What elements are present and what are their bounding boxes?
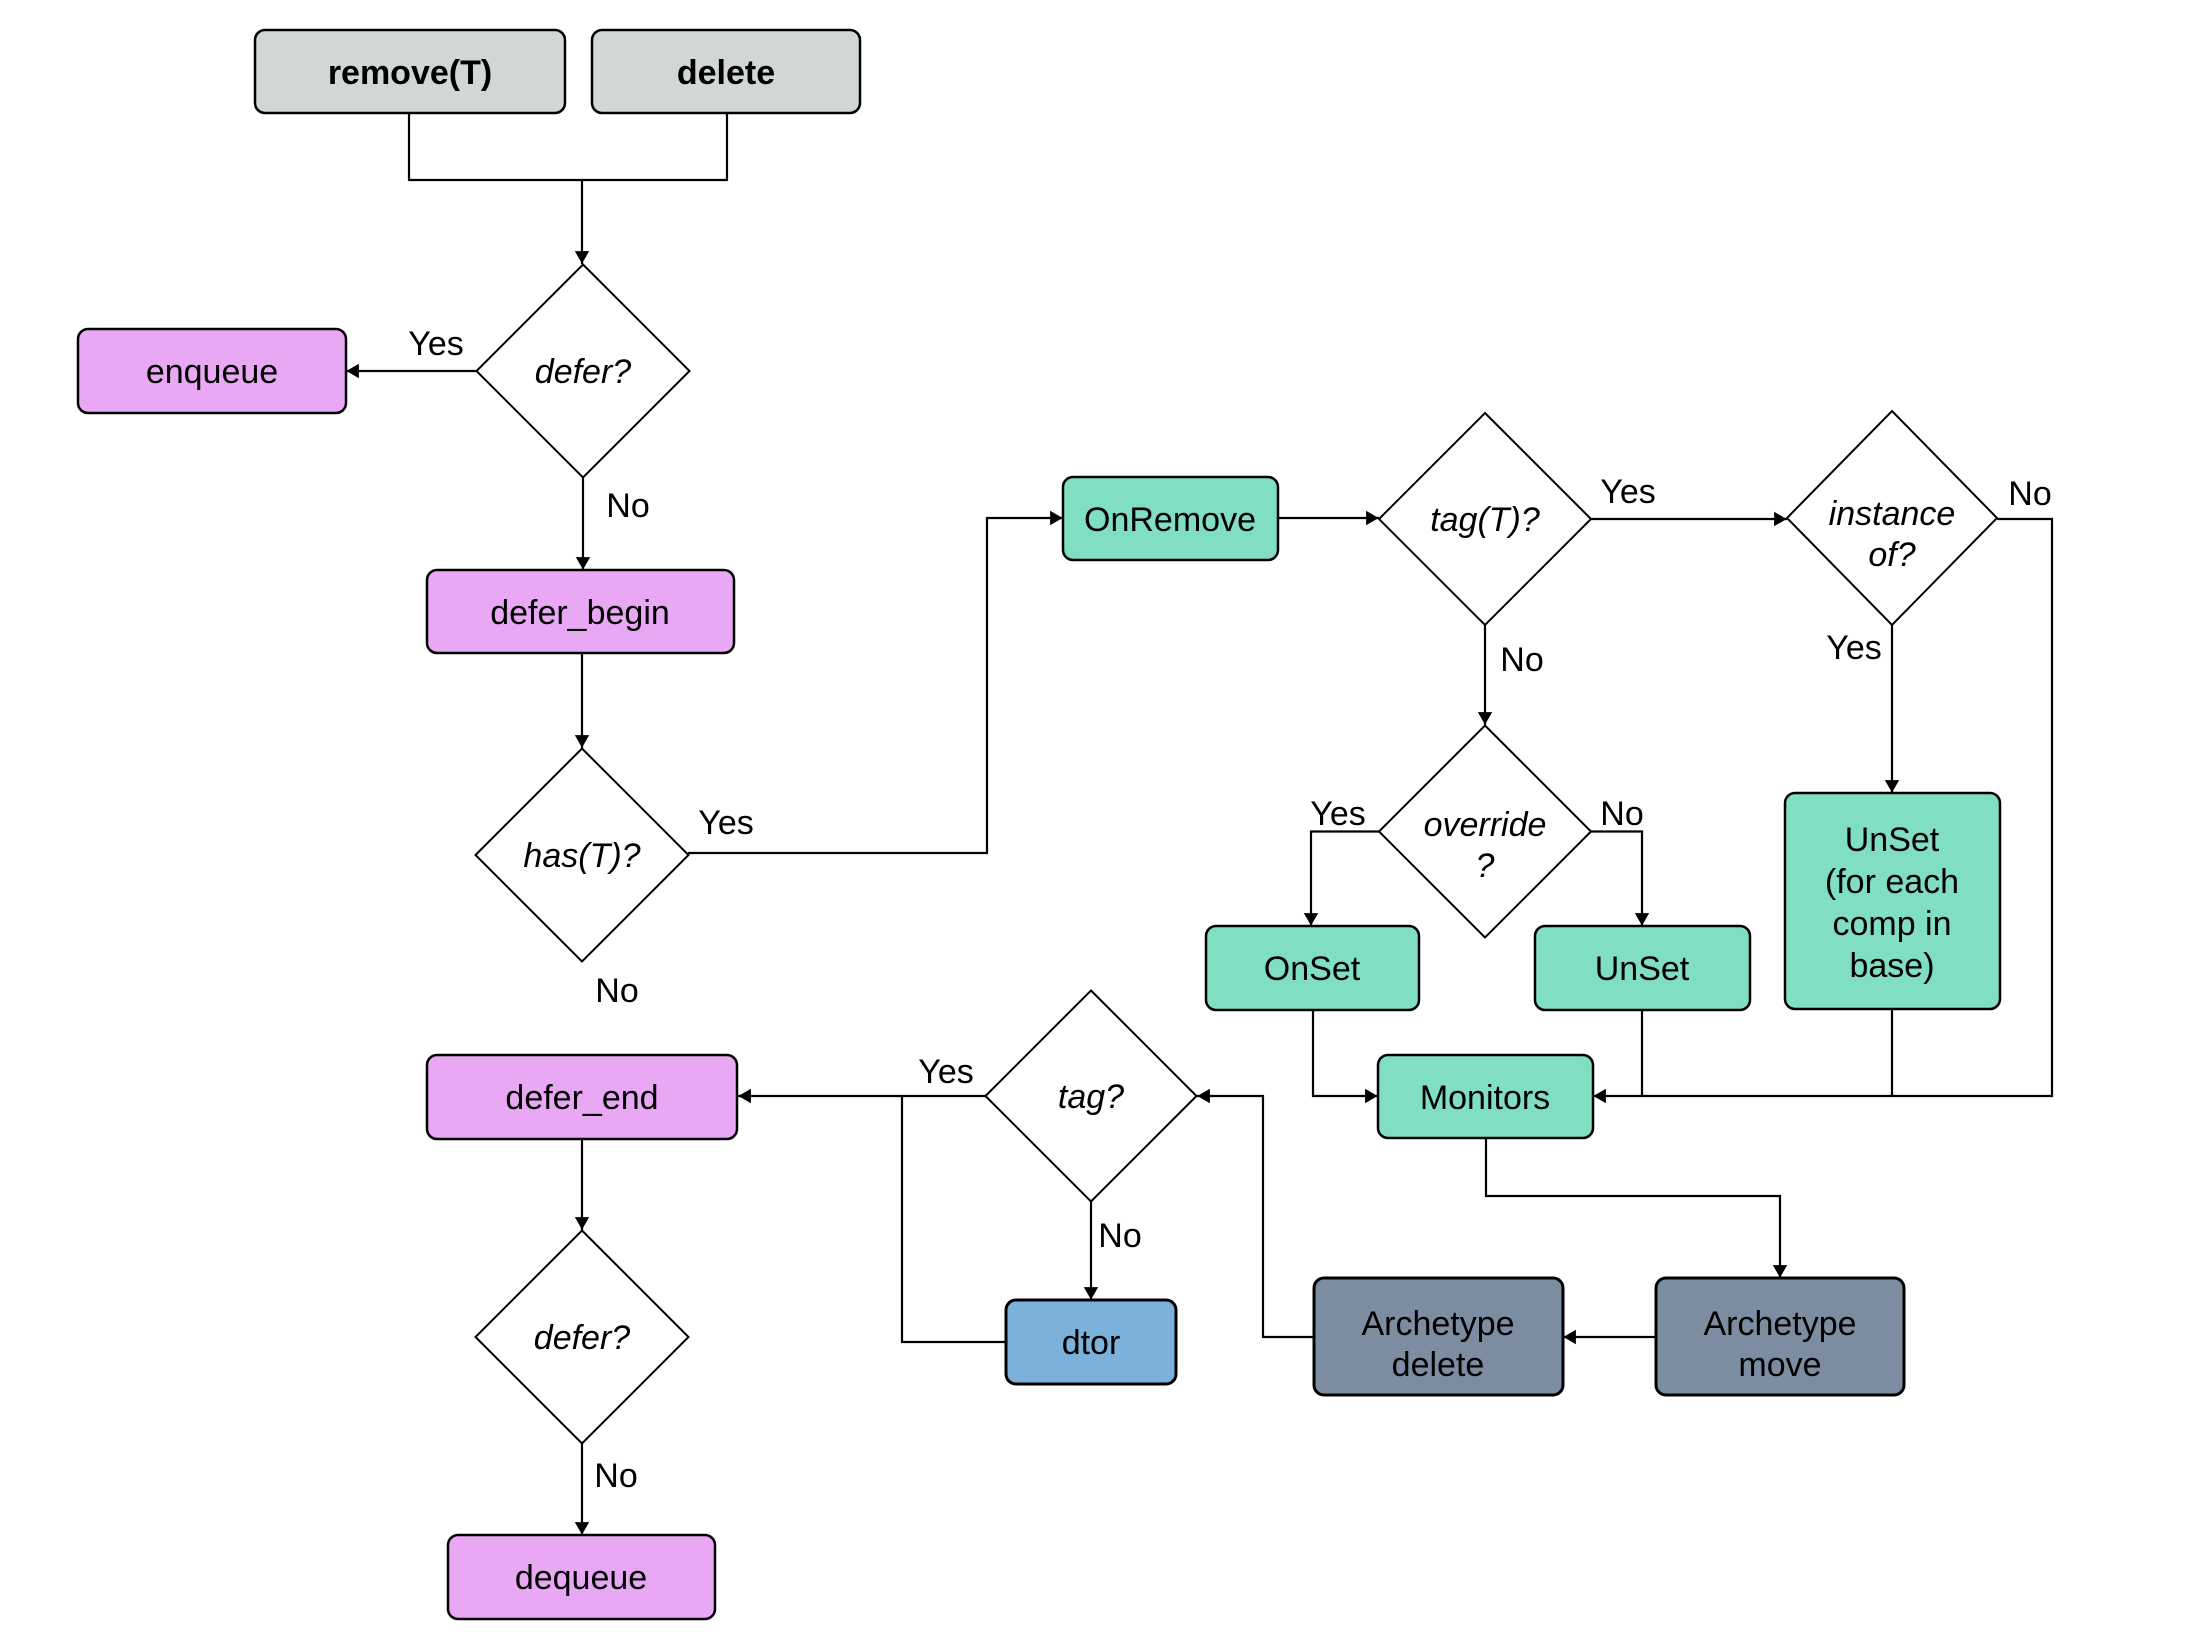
svg-text:delete: delete — [677, 54, 775, 92]
svg-text:Monitors: Monitors — [1420, 1079, 1550, 1117]
svg-text:instance: instance — [1829, 495, 1956, 533]
svg-text:remove(T): remove(T) — [328, 54, 492, 92]
svg-text:No: No — [1600, 795, 1643, 833]
svg-text:enqueue: enqueue — [146, 353, 278, 391]
svg-text:move: move — [1738, 1346, 1821, 1384]
svg-text:override: override — [1424, 806, 1547, 844]
svg-text:has(T)?: has(T)? — [523, 837, 640, 875]
svg-text:of?: of? — [1868, 536, 1915, 574]
svg-text:Archetype: Archetype — [1361, 1305, 1514, 1343]
svg-text:UnSet: UnSet — [1845, 821, 1940, 859]
svg-text:dtor: dtor — [1062, 1324, 1121, 1362]
svg-text:Yes: Yes — [1826, 629, 1881, 667]
svg-text:Yes: Yes — [1600, 473, 1655, 511]
svg-text:dequeue: dequeue — [515, 1559, 647, 1597]
svg-text:No: No — [606, 487, 649, 525]
svg-text:(for each: (for each — [1825, 863, 1959, 901]
svg-text:defer?: defer? — [535, 353, 631, 391]
svg-text:No: No — [595, 972, 638, 1010]
svg-text:defer?: defer? — [534, 1319, 630, 1357]
svg-text:No: No — [1098, 1217, 1141, 1255]
svg-text:OnSet: OnSet — [1264, 950, 1361, 988]
svg-text:defer_end: defer_end — [505, 1079, 658, 1117]
svg-text:Yes: Yes — [408, 325, 463, 363]
svg-text:comp in: comp in — [1832, 905, 1951, 943]
svg-text:No: No — [2008, 475, 2051, 513]
svg-text:tag(T)?: tag(T)? — [1430, 501, 1540, 539]
svg-text:Archetype: Archetype — [1703, 1305, 1856, 1343]
svg-text:No: No — [1500, 641, 1543, 679]
svg-text:Yes: Yes — [698, 804, 753, 842]
svg-text:No: No — [594, 1457, 637, 1495]
svg-text:Yes: Yes — [1310, 795, 1365, 833]
svg-text:UnSet: UnSet — [1595, 950, 1690, 988]
svg-text:Yes: Yes — [918, 1053, 973, 1091]
svg-text:?: ? — [1476, 847, 1495, 885]
svg-text:defer_begin: defer_begin — [490, 594, 670, 632]
svg-text:tag?: tag? — [1058, 1078, 1124, 1116]
svg-text:OnRemove: OnRemove — [1084, 501, 1256, 539]
svg-text:base): base) — [1849, 947, 1934, 985]
svg-text:delete: delete — [1392, 1346, 1485, 1384]
